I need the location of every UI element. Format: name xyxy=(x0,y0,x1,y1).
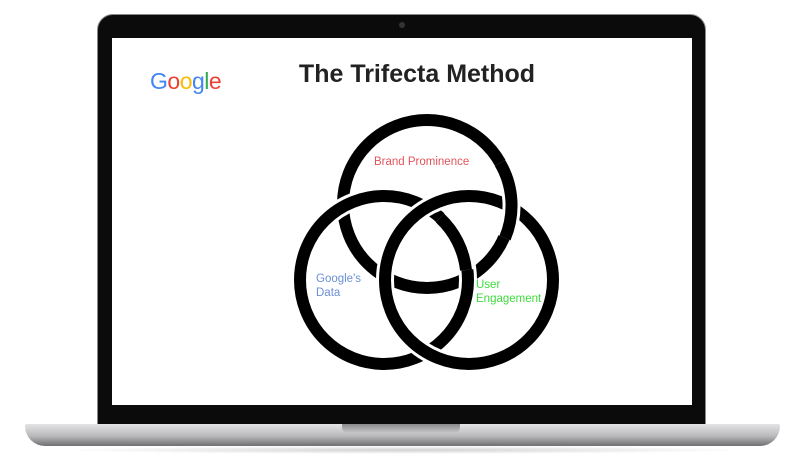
label-brand-prominence: Brand Prominence xyxy=(374,156,470,168)
slide-title: The Trifecta Method xyxy=(298,60,536,88)
laptop-shadow xyxy=(60,446,750,454)
ring-left xyxy=(294,190,474,370)
ring-top-over-arc-black xyxy=(494,159,518,241)
label-user-engagement-line1: User xyxy=(476,279,501,291)
ring-right xyxy=(379,190,559,370)
label-googles-data-line1: Google's xyxy=(316,273,362,285)
google-logo: Google xyxy=(150,68,222,94)
ring-left-over-arc-black xyxy=(435,213,472,271)
camera-icon xyxy=(399,22,405,28)
label-user-engagement-line2: Engagement xyxy=(476,293,542,305)
laptop-base xyxy=(25,424,780,446)
laptop-notch xyxy=(342,424,460,433)
label-googles-data-line2: Data xyxy=(316,287,341,299)
